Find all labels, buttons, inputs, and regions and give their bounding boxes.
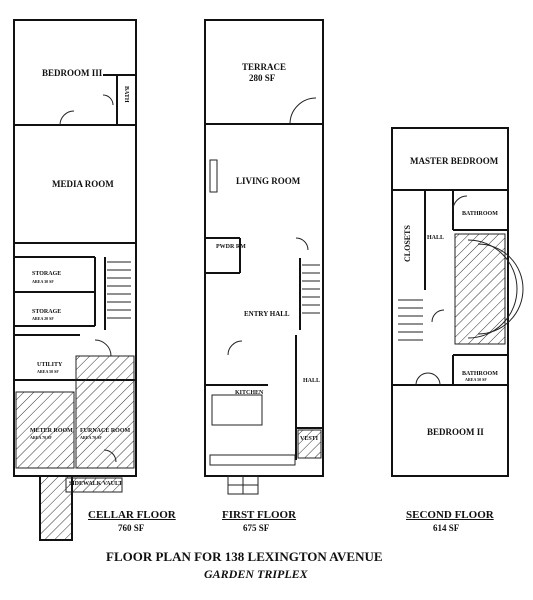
floor-area-cellar: 760 SF: [118, 523, 145, 533]
stair-treads: [302, 264, 320, 314]
room-label-sidewalk-vault: SIDEWALK VAULT: [69, 481, 123, 487]
room-label-storage-2: STORAGE: [32, 309, 62, 315]
room-label-powder-room: PWDR RM: [216, 244, 246, 250]
room-label-terrace: TERRACE: [242, 62, 287, 72]
room-label-bath: BATH: [123, 86, 129, 103]
room-area-storage-1: AREA 30 SF: [32, 279, 54, 284]
door-swing: [431, 309, 445, 323]
door-swing: [415, 372, 441, 386]
stair-treads: [398, 299, 423, 341]
room-area-utility: AREA 50 SF: [37, 369, 59, 374]
door-swing: [227, 340, 243, 356]
counter: [209, 454, 296, 466]
room-label-master-bedroom: MASTER BEDROOM: [410, 156, 499, 166]
sidewalk-vault-outline: [39, 475, 73, 541]
page-title: FLOOR PLAN FOR 138 LEXINGTON AVENUE: [106, 549, 383, 564]
front-steps-grid: [228, 476, 258, 494]
room-area-furnace-room: AREA 70 SF: [80, 435, 102, 440]
door-swing: [102, 94, 114, 106]
room-label-bathroom-1: BATHROOM: [462, 211, 498, 217]
door-swing: [452, 195, 468, 211]
page-subtitle: GARDEN TRIPLEX: [204, 567, 308, 581]
room-label-closets: CLOSETS: [403, 225, 412, 262]
room-area-terrace: 280 SF: [249, 73, 276, 83]
sidewalk-vault-hatch: [65, 477, 123, 493]
floor-name-second: SECOND FLOOR: [406, 509, 494, 521]
room-label-living-room: LIVING ROOM: [236, 176, 301, 186]
room-label-hall: HALL: [303, 378, 321, 384]
room-label-vesti: VESTI: [300, 436, 319, 442]
room-label-storage-1: STORAGE: [32, 271, 62, 277]
floor-name-cellar: CELLAR FLOOR: [88, 509, 176, 521]
fireplace: [209, 159, 218, 193]
first-floor-plan: [204, 19, 324, 495]
cellar-floor-plan: [13, 19, 137, 541]
terrace-outline: [204, 19, 324, 125]
room-label-bathroom-2: BATHROOM: [462, 371, 498, 377]
floor-area-first: 675 SF: [243, 523, 270, 533]
second-floor-plan: [391, 127, 524, 477]
meter-room-hatch: [15, 391, 75, 469]
room-label-utility: UTILITY: [37, 362, 63, 368]
room-label-bedroom-ii: BEDROOM II: [427, 427, 484, 437]
room-label-kitchen: KITCHEN: [235, 390, 264, 396]
door-swing: [289, 97, 317, 125]
floor-area-second: 614 SF: [433, 523, 460, 533]
second-floor-outline: [391, 127, 509, 477]
kitchen-counter: [211, 394, 263, 426]
stair-treads: [107, 261, 131, 319]
room-label-media-room: MEDIA ROOM: [52, 179, 114, 189]
room-area-storage-2: AREA 20 SF: [32, 316, 54, 321]
room-label-meter-room: METER ROOM: [30, 428, 73, 434]
room-label-hall-second: HALL: [427, 235, 445, 241]
curved-stair: [477, 243, 524, 335]
door-swing: [94, 339, 112, 357]
stair-hatch: [454, 233, 506, 345]
floor-name-first: FIRST FLOOR: [222, 509, 297, 521]
furnace-room-hatch: [75, 355, 135, 469]
cellar-outline: [13, 19, 137, 477]
room-area-bathroom-2: AREA 50 SF: [465, 377, 487, 382]
room-area-meter-room: AREA 70 SF: [30, 435, 52, 440]
room-label-entry-hall: ENTRY HALL: [244, 310, 290, 318]
door-swing: [295, 237, 309, 251]
vesti-hatch: [297, 429, 322, 459]
room-label-furnace-room: FURNACE ROOM: [80, 428, 131, 434]
first-floor-outline: [204, 123, 324, 477]
room-label-bedroom-iii: BEDROOM III: [42, 68, 103, 78]
door-swing: [103, 449, 117, 463]
door-swing: [59, 110, 75, 126]
